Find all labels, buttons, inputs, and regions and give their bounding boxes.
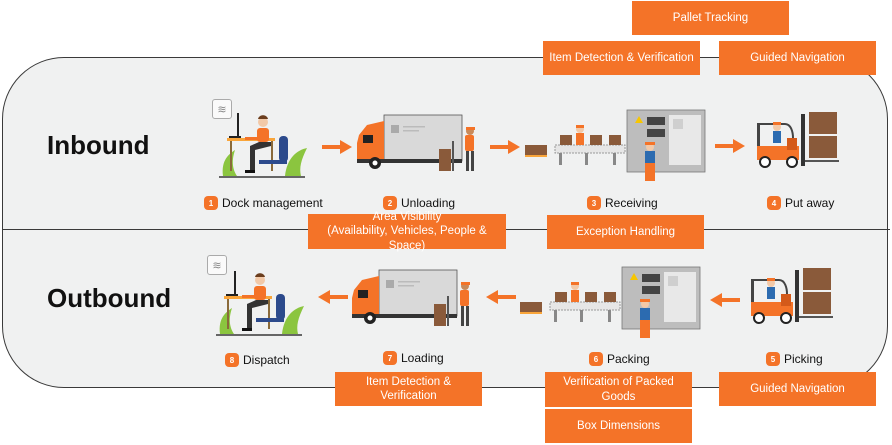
step-label: Dispatch [243, 353, 290, 367]
arrow-right-icon [715, 139, 745, 153]
truck-loading-icon [352, 269, 470, 326]
step-4: 4 Put away [767, 196, 834, 210]
step-number-badge: 6 [589, 352, 603, 366]
arrow-left-icon [710, 293, 740, 307]
step-number-badge: 4 [767, 196, 781, 210]
desk-worker-icon [219, 113, 307, 178]
step-number-badge: 1 [204, 196, 218, 210]
step-1: 1 Dock management [204, 196, 323, 210]
step-label: Packing [607, 352, 650, 366]
step-label: Put away [785, 196, 835, 210]
item-detection-box-top: Item Detection & Verification [543, 41, 700, 75]
step-number-badge: 5 [766, 352, 780, 366]
arrow-right-icon [322, 140, 352, 154]
arrow-left-icon [318, 290, 348, 304]
item-detection-box-bottom: Item Detection & Verification [335, 372, 482, 406]
step-number-badge: 7 [383, 351, 397, 365]
step-5: 5 Picking [766, 352, 823, 366]
step-label: Unloading [401, 196, 456, 210]
step-number-badge: 3 [587, 196, 601, 210]
pallet-tracking-box: Pallet Tracking [632, 1, 789, 35]
step-label: Dock management [222, 196, 323, 210]
guided-navigation-box-bottom: Guided Navigation [719, 372, 876, 406]
area-visibility-title: Area Visibility [372, 210, 442, 223]
step-2: 2 Unloading [383, 196, 455, 210]
document-stack-icon: ≋ [212, 99, 232, 119]
arrow-right-icon [490, 140, 520, 154]
step-label: Loading [401, 351, 444, 365]
inbound-title: Inbound [47, 130, 150, 160]
truck-unloading-icon [357, 114, 475, 171]
arrow-left-icon [486, 290, 516, 304]
box-dimensions-box: Box Dimensions [545, 409, 692, 443]
step-number-badge: 2 [383, 196, 397, 210]
step-label: Receiving [605, 196, 658, 210]
step-7: 7 Loading [383, 351, 444, 365]
step-label: Picking [784, 352, 823, 366]
step-3: 3 Receiving [587, 196, 658, 210]
step-8: 8 Dispatch [225, 353, 290, 367]
forklift-icon [751, 268, 833, 324]
step-6: 6 Packing [589, 352, 650, 366]
document-stack-icon: ≋ [207, 255, 227, 275]
guided-navigation-box-top: Guided Navigation [719, 41, 876, 75]
conveyor-machine-icon [520, 266, 701, 338]
forklift-icon [757, 112, 839, 168]
step-number-badge: 8 [225, 353, 239, 367]
exception-handling-box: Exception Handling [547, 215, 704, 249]
verification-packed-goods-box: Verification of Packed Goods [545, 372, 692, 407]
outbound-title: Outbound [47, 283, 172, 313]
conveyor-machine-icon [525, 109, 706, 181]
desk-worker-icon [216, 271, 304, 336]
area-visibility-detail: (Availability, Vehicles, People & Space) [327, 225, 487, 252]
area-visibility-box: Area Visibility (Availability, Vehicles,… [308, 211, 506, 252]
